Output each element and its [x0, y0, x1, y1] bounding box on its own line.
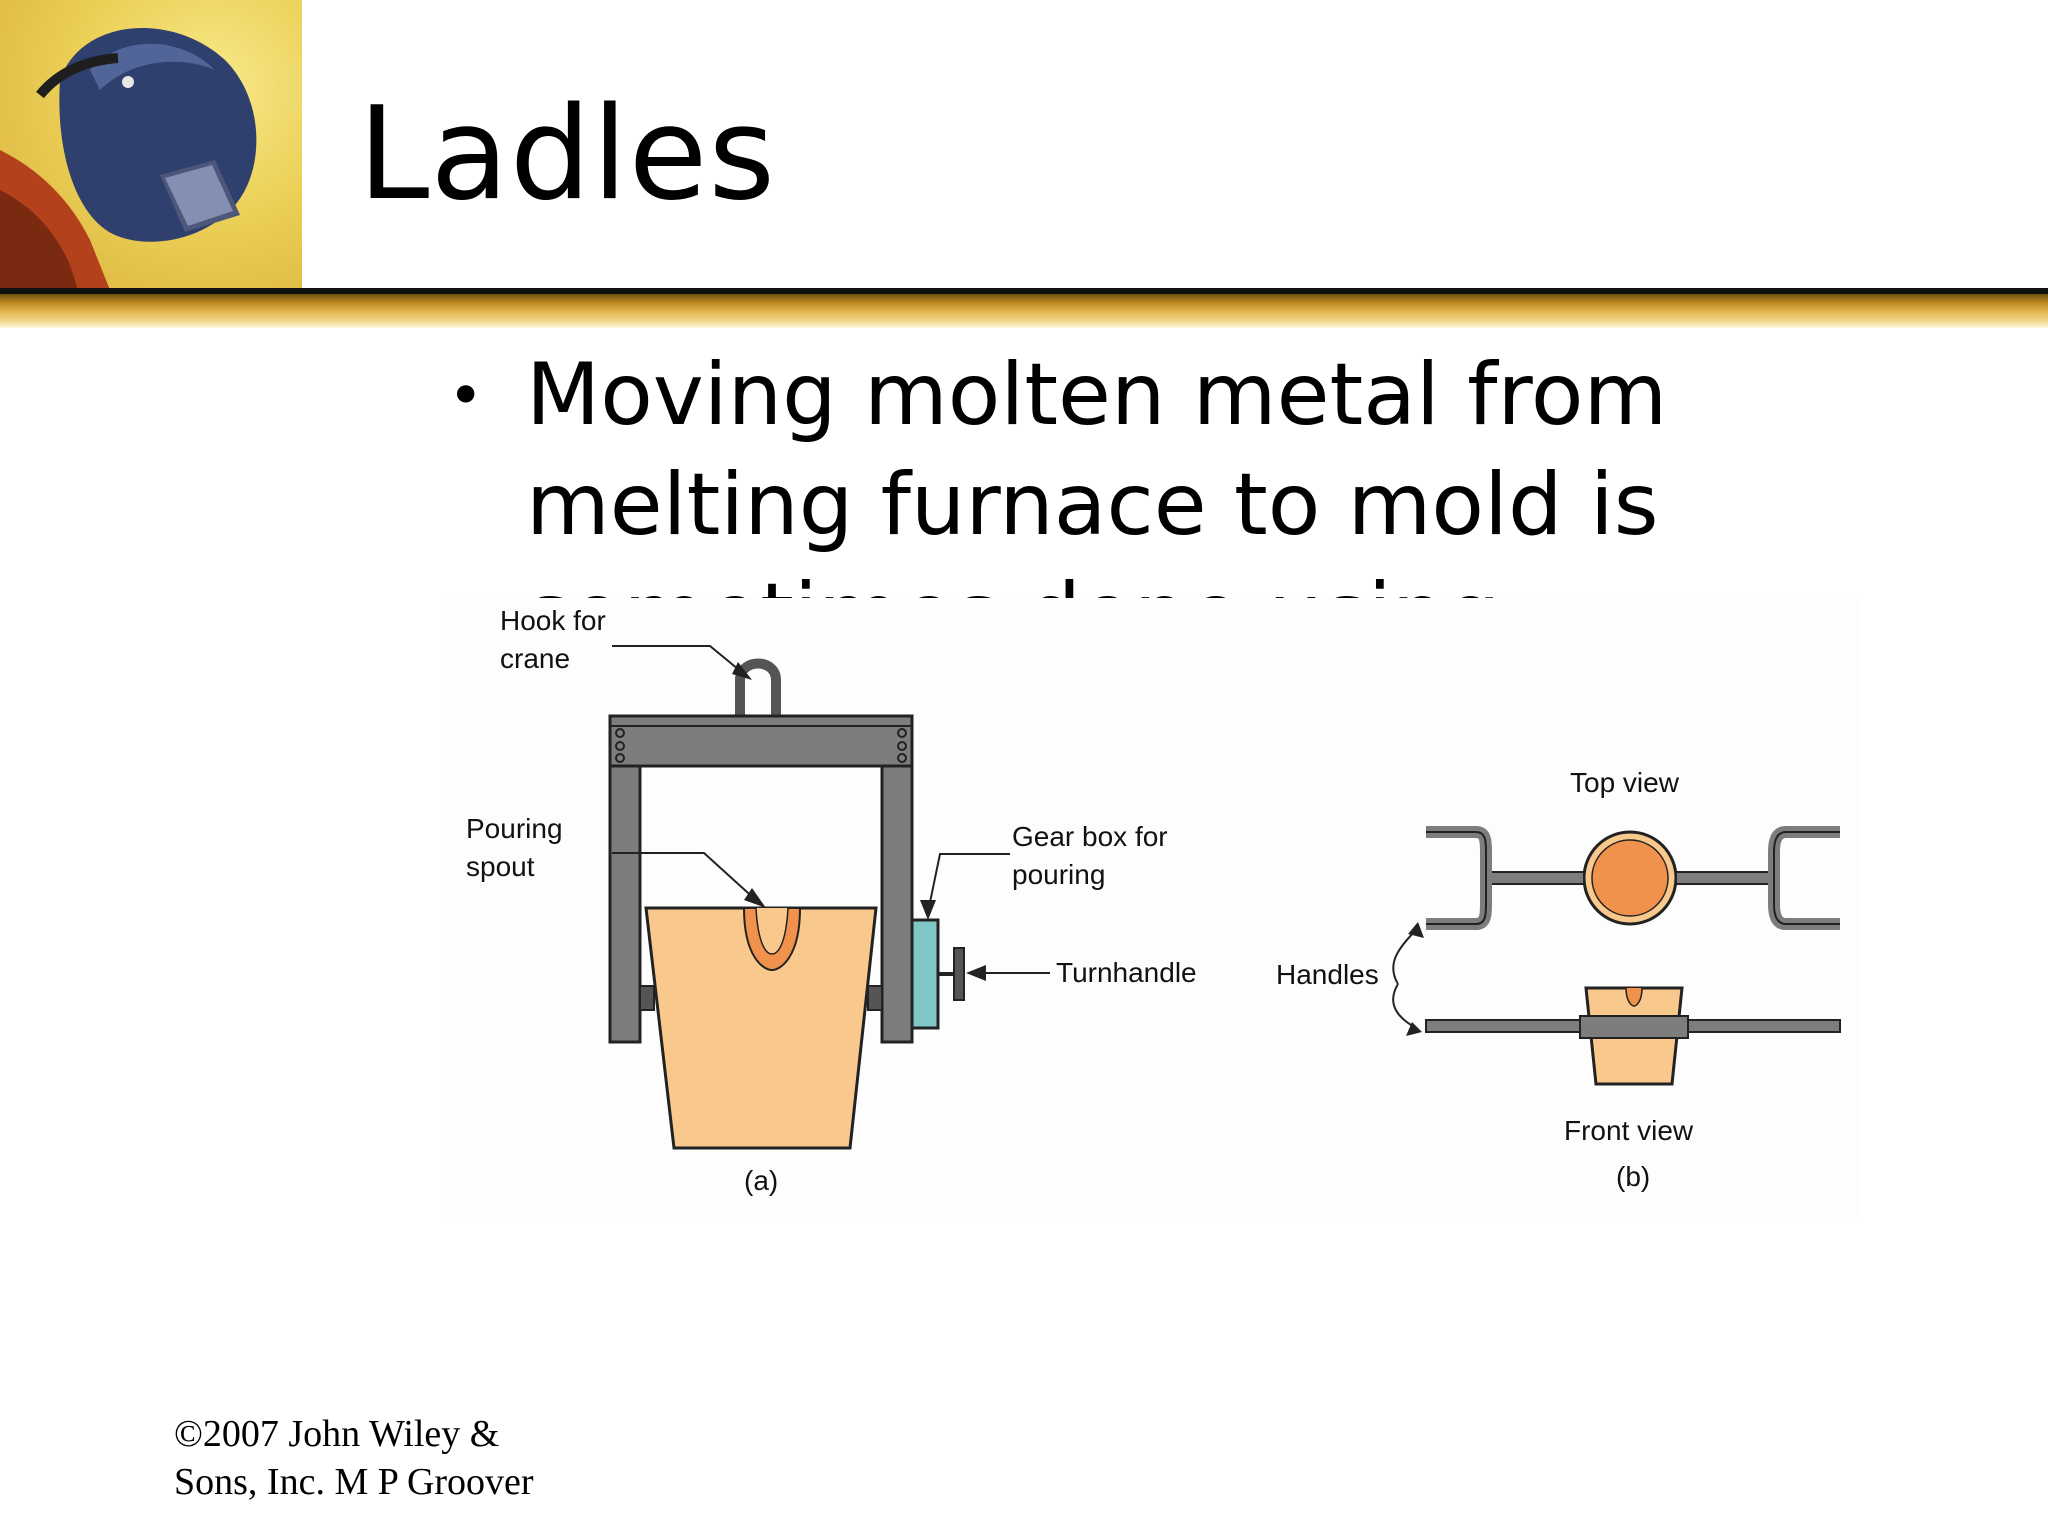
- label-handles: Handles: [1276, 959, 1379, 990]
- crossbeam: [608, 714, 914, 768]
- caption-b: (b): [1616, 1161, 1651, 1192]
- caption-a: (a): [744, 1165, 779, 1196]
- label-front-view: Front view: [1564, 1115, 1694, 1146]
- title-divider: [0, 288, 2048, 328]
- copyright-notice: ©2007 John Wiley & Sons, Inc. M P Groove…: [174, 1413, 534, 1503]
- label-pouring-spout: Pouring spout: [466, 813, 563, 882]
- turnhandle: [953, 947, 965, 1001]
- slide-title: Ladles: [358, 80, 776, 229]
- crane-hook: [735, 658, 781, 716]
- gear-box: [910, 918, 940, 1030]
- label-gear-box: Gear box for pouring: [1012, 821, 1168, 890]
- top-view-handle-left: [1426, 826, 1492, 930]
- top-view-molten-metal: [1591, 839, 1669, 917]
- frame-arm-right: [880, 764, 914, 1044]
- label-top-view: Top view: [1570, 767, 1679, 798]
- label-turnhandle: Turnhandle: [1056, 957, 1197, 988]
- top-view-handle-right: [1768, 826, 1840, 930]
- label-hook-for-crane: Hook for crane: [500, 605, 606, 674]
- ladle-diagram: [608, 645, 1841, 1150]
- bullet-item: • Moving molten metal from melting furna…: [448, 340, 1898, 598]
- welder-helmet-photo: [0, 0, 302, 290]
- bullet-marker: •: [448, 361, 484, 431]
- bullet-text: Moving molten metal from melting furnace…: [526, 345, 1668, 598]
- ladle-figure: Hook for crane Pouring spout Gear box fo…: [440, 598, 1860, 1218]
- frame-arm-left: [608, 764, 642, 1044]
